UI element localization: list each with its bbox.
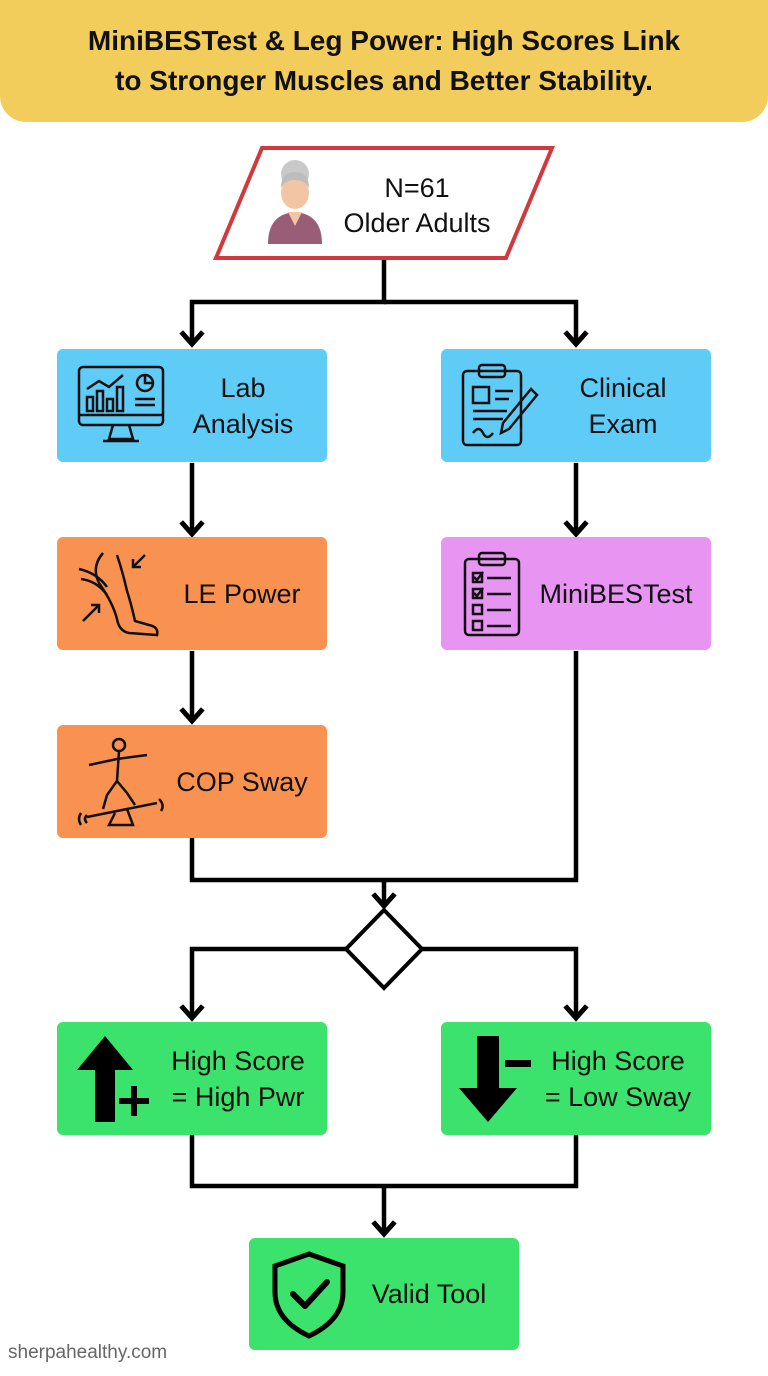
clinical-exam-box: Clinical Exam	[441, 349, 711, 462]
low-sway-box: High Score = Low Sway	[441, 1022, 711, 1135]
minibestest-box: MiniBESTest	[441, 537, 711, 650]
lab-analysis-line-2: Analysis	[192, 409, 294, 439]
arrow-start-to-clinical	[384, 299, 576, 344]
valid-tool-box: Valid Tool	[249, 1238, 519, 1350]
title-banner: MiniBESTest & Leg Power: High Scores Lin…	[0, 0, 768, 122]
minibestest-label: MiniBESTest	[539, 579, 693, 609]
arrow-start-to-lab	[192, 258, 387, 344]
arrow-decision-to-high-power	[192, 946, 346, 1018]
lab-analysis-line-1: Lab	[220, 373, 266, 403]
lab-analysis-box: Lab Analysis	[57, 349, 327, 462]
bottom-merge-line	[189, 1135, 579, 1189]
high-power-line-2: = High Pwr	[171, 1082, 305, 1112]
clinical-exam-line-2: Exam	[588, 409, 658, 439]
title-line-2: to Stronger Muscles and Better Stability…	[115, 65, 653, 96]
start-population: Older Adults	[343, 208, 491, 238]
balance-board-icon	[77, 737, 164, 827]
le-power-box: LE Power	[57, 537, 327, 650]
shield-check-icon	[272, 1251, 346, 1339]
low-sway-line-1: High Score	[551, 1046, 685, 1076]
leg-muscle-icon	[78, 552, 159, 637]
checklist-icon	[463, 551, 521, 637]
computer-analytics-icon	[77, 365, 165, 443]
le-power-label: LE Power	[183, 579, 301, 609]
arrow-down-minus-icon	[459, 1036, 531, 1122]
title-line-1: MiniBESTest & Leg Power: High Scores Lin…	[87, 25, 681, 56]
start-node: N=61 Older Adults	[322, 170, 512, 242]
arrow-decision-to-low-sway	[422, 946, 576, 1018]
decision-diamond	[343, 907, 425, 991]
start-count: N=61	[384, 173, 450, 203]
clinical-exam-line-1: Clinical	[579, 373, 667, 403]
cop-sway-label: COP Sway	[176, 767, 308, 797]
clipboard-pen-icon	[461, 363, 539, 447]
high-power-line-1: High Score	[171, 1046, 305, 1076]
footer-site: sherpahealthy.com	[8, 1342, 168, 1363]
valid-tool-label: Valid Tool	[371, 1279, 487, 1309]
arrow-up-plus-icon	[77, 1036, 149, 1122]
low-sway-line-2: = Low Sway	[544, 1082, 692, 1112]
older-adult-icon	[268, 160, 322, 244]
high-power-box: High Score = High Pwr	[57, 1022, 327, 1135]
cop-sway-box: COP Sway	[57, 725, 327, 838]
